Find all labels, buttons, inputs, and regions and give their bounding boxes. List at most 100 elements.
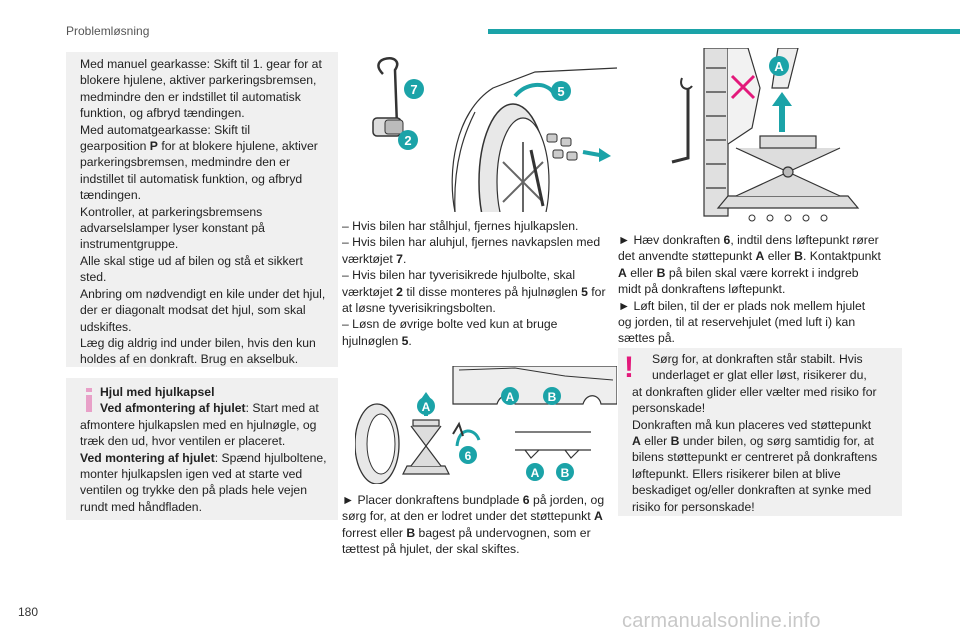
text-line: træk den ud, hvor ventilen er placeret. [80,434,286,449]
text-line: det anvendte støttepunkt A eller B. Kont… [618,249,881,264]
sill-detail [515,431,591,459]
header-accent-bar [488,29,960,34]
tyre [355,403,400,484]
text-line: Med automatgearkasse: Skift til [80,122,251,137]
text-line: beskadiget og/eller donkraften at synke … [632,483,872,498]
text-line: ventilen og trykke den på plads hele vej… [80,483,307,498]
wrong-position-icon [730,74,756,100]
text-line: funktion, og afbryd tændingen. [80,106,245,121]
text-line: ► Hæv donkraften 6, indtil dens løftepun… [618,233,879,247]
text-line: ► Løft bilen, til der er plads nok melle… [618,298,866,313]
info-box-hubcap: Hjul med hjulkapsel Ved afmontering af h… [66,378,338,520]
svg-text:A: A [531,466,540,480]
text-line: tændingen. [80,188,141,203]
arrow-head-icon [772,92,792,106]
jack-lifting-illustration: A [671,48,860,222]
bolts [546,133,578,161]
callout-5: 5 [551,81,571,101]
text-line: bilens støttepunkt er centreret på donkr… [632,450,878,465]
wheel-tools-illustration: 7 5 2 [372,57,617,212]
page-number: 180 [18,605,39,619]
text-line: Kontroller, at parkeringsbremsens [80,204,263,219]
text-line: forrest eller B bagest på undervognen, s… [342,525,591,540]
text-line: Læg dig aldrig ind under bilen, hvis den… [80,335,316,350]
text-line: sørg for, at den er lodret under det stø… [342,509,603,524]
svg-text:6: 6 [465,449,472,463]
text-line: parkeringsbremsen, medmindre den er [80,155,290,170]
callout-7: 7 [404,79,424,99]
svg-text:A: A [774,59,784,74]
text-line: gearposition P for at blokere hjulene, a… [80,139,318,154]
text-line: – Løsn de øvrige bolte ved kun at bruge [342,317,558,332]
callout-A: A [417,397,435,415]
callout-B-sill: B [556,463,574,481]
text-line: udskiftes. [80,319,132,334]
text-line: Alle skal stige ud af bilen og stå et si… [80,253,303,268]
safety-instructions-box: Med manuel gearkasse: Skift til 1. gear … [66,52,338,367]
car-body [727,48,761,145]
svg-text:7: 7 [410,82,417,97]
tyre [703,48,729,217]
text-line: rundt med håndfladen. [80,499,202,514]
wheel-wrench [529,149,545,207]
jack-base-holes [748,214,828,222]
callout-A: A [769,56,789,76]
text-line: Sørg for, at donkraften står stabilt. Hv… [652,352,863,366]
text-line: midt på donkraftens løftepunkt. [618,282,786,297]
info-box-title: Hjul med hjulkapsel [100,385,215,399]
warning-icon: ! [624,351,634,384]
text-line: Anbring om nødvendigt en kile under det … [80,286,326,301]
svg-text:B: B [548,390,557,404]
text-line: A eller B under bilen, og sørg samtidig … [632,434,874,449]
text-line: Donkraften må kun placeres ved støttepun… [632,417,872,432]
text-line: sættes på. [618,331,675,346]
svg-text:2: 2 [404,133,411,148]
text-line: medmindre den er indstillet til automati… [80,89,301,104]
text-line: – Hvis bilen har stålhjul, fjernes hjulk… [342,219,579,233]
jack-placement-illustration: A A B 6 A B [355,366,617,484]
bold-term: Ved montering af hjulet [80,450,215,465]
text-line: tættest på hjulet, der skal skiftes. [342,542,520,557]
text-line: : Spænd hjulboltene, [214,450,327,465]
callout-6: 6 [459,446,477,464]
text-line: risiko for personskade! [632,499,755,514]
text-line: indstillet til automatisk funktion, og a… [80,171,303,186]
text-line: sted. [80,270,107,285]
arrow-icon [513,83,555,98]
text-line: holdes af en donkraft. Brug en akselbuk. [80,352,299,367]
tool-2-adapter [372,117,404,137]
text-line: – Hvis bilen har aluhjul, fjernes navkap… [342,235,601,250]
text-line: værktøjet 7. [342,251,407,266]
text-line: personskade! [632,401,706,416]
svg-text:A: A [506,390,515,404]
text-line: instrumentgruppe. [80,237,179,252]
jack-raising-steps: ► Hæv donkraften 6, indtil dens løftepun… [618,232,908,347]
callout-2: 2 [398,130,418,150]
text-line: afmontere hjulkapslen med en hjulnøgle, … [80,417,317,432]
arrow-icon [455,429,481,447]
arrow-head-icon [599,148,611,162]
wheel-removal-steps: – Hvis bilen har stålhjul, fjernes hjulk… [342,218,622,349]
callout-A-car: A [501,387,519,405]
svg-text:5: 5 [557,84,564,99]
text-line: at donkraften glider eller vælter med ri… [632,384,877,399]
car-silhouette [452,366,617,405]
tool-7-hook [377,57,399,127]
callout-A-sill: A [526,463,544,481]
scissor-jack [402,419,450,475]
text-line: der er diagonalt modsat det hjul, som sk… [80,303,306,318]
scissor-jack [716,135,860,209]
text-line: – Hvis bilen har tyverisikrede hjulbolte… [342,268,576,283]
warning-box-jack: ! Sørg for, at donkraften står stabilt. … [618,348,902,516]
callout-B-car: B [543,387,561,405]
jack-placement-step: ► Placer donkraftens bundplade 6 på jord… [342,492,622,558]
text-line: A eller B på bilen skal være korrekt i i… [618,265,859,280]
text-line: hjulnøglen 5. [342,333,412,348]
text-line: advarselslamper lyser konstant på [80,221,265,236]
text-line: Med manuel gearkasse: Skift til 1. gear … [80,57,322,71]
tyre [478,103,550,212]
text-line: og jorden, til at reservehjulet (med luf… [618,315,856,330]
text-line: ► Placer donkraftens bundplade 6 på jord… [342,493,605,507]
text-line: at løsne tyverisikringsbolten. [342,301,496,316]
text-line: blokere hjulene, aktiver parkeringsbrems… [80,73,317,88]
